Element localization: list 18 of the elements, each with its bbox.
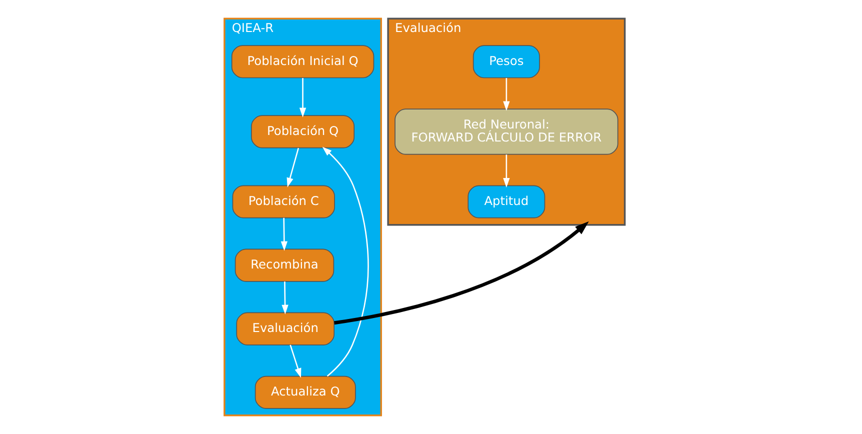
node-box: Aptitud <box>468 185 546 218</box>
node-box: Actualiza Q <box>254 376 356 409</box>
node-box: Población Inicial Q <box>231 45 374 78</box>
arrow <box>280 218 288 251</box>
arrow <box>299 78 306 118</box>
node-box: Población Q <box>251 115 355 148</box>
node-box: Población C <box>232 185 335 218</box>
arrow <box>286 148 300 188</box>
arrow <box>290 344 302 378</box>
node-box: Evaluación <box>236 312 335 346</box>
arrow <box>282 281 288 314</box>
arrow <box>503 154 510 188</box>
arrow <box>322 146 369 377</box>
node-box: Recombina <box>234 248 334 282</box>
node-box: Red Neuronal: FORWARD CÁLCULO DE ERROR <box>394 108 618 155</box>
arrow <box>334 221 589 325</box>
arrow <box>503 78 510 111</box>
node-box: Pesos <box>472 45 540 78</box>
